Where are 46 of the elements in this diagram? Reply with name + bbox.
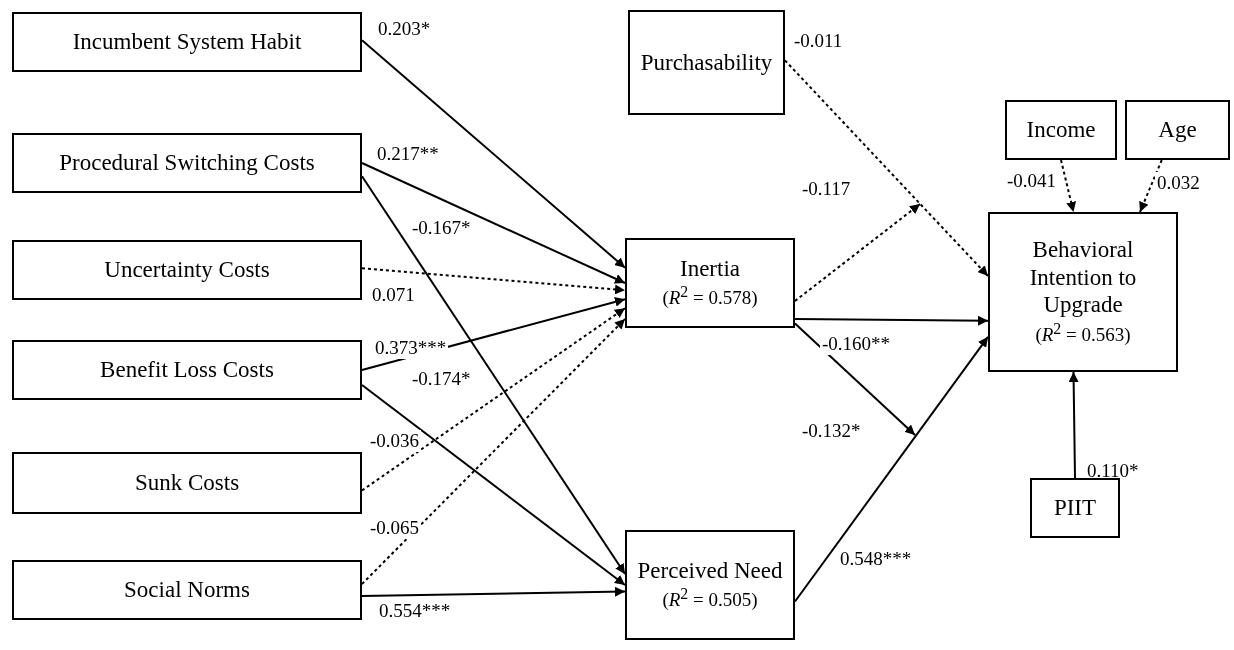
- construct-box: [628, 10, 785, 115]
- arrow: [794, 335, 989, 603]
- construct-box: [1030, 478, 1120, 538]
- arrow: [361, 384, 626, 586]
- arrow: [361, 307, 626, 492]
- construct-box: [625, 530, 795, 640]
- construct-box: [12, 452, 362, 514]
- arrow: [794, 322, 916, 436]
- construct-name: Sunk Costs: [134, 469, 240, 497]
- construct-name: Behavioral Intention to Upgrade: [1028, 236, 1138, 319]
- edge-label: -0.036: [368, 430, 422, 452]
- construct-name: Purchasability: [640, 48, 773, 77]
- construct-box: [1125, 100, 1230, 160]
- arrow: [1068, 371, 1079, 479]
- construct-name: Inertia: [680, 254, 740, 283]
- construct-box: [12, 240, 362, 300]
- construct-box: [12, 560, 362, 620]
- arrow: [361, 586, 626, 597]
- construct-name: Social Norms: [124, 576, 250, 604]
- arrow: [361, 162, 626, 284]
- r-squared-value: (R$^{2}$ = 0.563): [1035, 318, 1131, 348]
- arrow: [1060, 159, 1076, 213]
- construct-name: PIIT: [1053, 494, 1097, 522]
- construct-name: Perceived Need: [637, 556, 783, 585]
- arrow: [794, 315, 989, 326]
- arrow: [1139, 159, 1163, 213]
- arrow: [361, 175, 626, 575]
- construct-box: [12, 133, 362, 193]
- construct-box: [625, 238, 795, 328]
- construct-name: Procedural Switching Costs: [59, 149, 315, 177]
- arrow: [794, 203, 921, 302]
- r-squared-value: (R$^{2}$ = 0.578): [662, 282, 758, 311]
- construct-name: Incumbent System Habit: [72, 28, 302, 56]
- construct-box: [1005, 100, 1117, 160]
- arrow: [361, 318, 626, 585]
- arrow: [361, 267, 626, 295]
- construct-box: [12, 12, 362, 72]
- construct-name: Benefit Loss Costs: [100, 356, 274, 384]
- construct-box: [988, 212, 1178, 372]
- arrow: [361, 39, 626, 269]
- construct-name: Uncertainty Costs: [104, 256, 270, 284]
- construct-name: Age: [1158, 116, 1197, 144]
- r-squared-value: (R$^{2}$ = 0.505): [662, 584, 758, 613]
- construct-box: [12, 340, 362, 400]
- arrow: [784, 59, 989, 277]
- construct-name: Income: [1026, 116, 1096, 144]
